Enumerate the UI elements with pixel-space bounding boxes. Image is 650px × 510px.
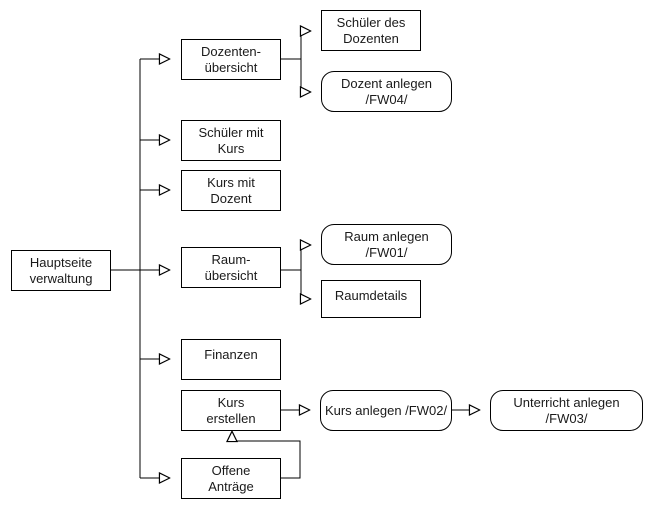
edge-offene-antraege-routing	[232, 440, 301, 479]
node-offene-antraege[interactable]: Offene Anträge	[181, 458, 281, 499]
node-schueler-mit-kurs[interactable]: Schüler mit Kurs	[181, 120, 281, 161]
node-raum-uebersicht[interactable]: Raum- übersicht	[181, 247, 281, 288]
node-kurs-anlegen-fw02[interactable]: Kurs anlegen /FW02/	[320, 390, 452, 431]
node-dozenten-uebersicht[interactable]: Dozenten- übersicht	[181, 39, 281, 80]
node-schueler-des-dozenten[interactable]: Schüler des Dozenten	[321, 10, 421, 51]
node-raumdetails[interactable]: Raumdetails	[321, 280, 421, 318]
node-raum-anlegen-fw01[interactable]: Raum anlegen /FW01/	[321, 224, 452, 265]
node-kurs-mit-dozent[interactable]: Kurs mit Dozent	[181, 170, 281, 211]
node-dozent-anlegen-fw04[interactable]: Dozent anlegen /FW04/	[321, 71, 452, 112]
node-unterricht-anlegen-fw03[interactable]: Unterricht anlegen /FW03/	[490, 390, 643, 431]
node-finanzen[interactable]: Finanzen	[181, 339, 281, 380]
node-hauptseite-verwaltung[interactable]: Hauptseite verwaltung	[11, 250, 111, 291]
node-kurs-erstellen[interactable]: Kurs erstellen	[181, 390, 281, 431]
